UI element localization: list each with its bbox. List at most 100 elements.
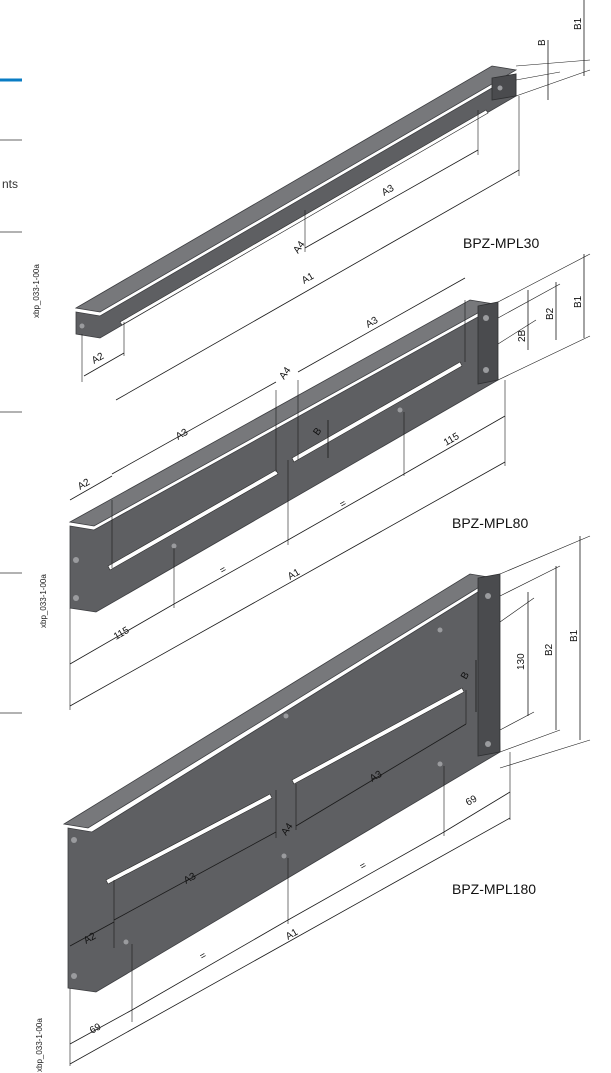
figure-code-mpl30: xbp_033-1-00a	[32, 264, 41, 318]
bracket-mpl80-body	[69, 307, 499, 613]
ext-line	[515, 71, 561, 81]
dim-label-a3-mpl30: A3	[380, 183, 396, 199]
figure-code-mpl80: xbp_033-1-00a	[39, 574, 48, 628]
dim-eq-right-mpl80	[287, 473, 405, 541]
dimensions-mpl30: A2 A1 A3 A4 B B1	[81, 0, 591, 401]
bracket-mpl30	[74, 65, 518, 339]
dim-label-a1-mpl30: A1	[300, 271, 316, 287]
bracket-mpl180-hole	[71, 973, 77, 979]
dim-a3-right-mpl80	[297, 277, 466, 373]
dim-a3-mpl30	[304, 149, 479, 249]
dim-label-eq-right-mpl80: =	[338, 498, 349, 511]
ext-line	[499, 729, 561, 753]
bracket-mpl180-hole	[485, 593, 491, 599]
bracket-mpl180-hole	[485, 741, 491, 747]
dim-label-2b-mpl80: 2B	[517, 329, 528, 342]
cut-off-text: nts	[2, 177, 18, 191]
dim-label-69-right-mpl180: 69	[464, 793, 480, 808]
dim-a1-mpl80	[69, 461, 506, 707]
bracket-mpl180-slot-right	[291, 687, 465, 785]
bracket-mpl180-hole	[437, 627, 443, 633]
dim-label-130-mpl180: 130	[516, 653, 527, 670]
bracket-mpl80-hole	[483, 367, 489, 373]
model-label-mpl80: BPZ-MPL80	[452, 515, 528, 531]
dim-label-a3-left-mpl180: A3	[182, 871, 198, 887]
bracket-mpl180-hole	[71, 837, 77, 843]
dim-a1-mpl180	[69, 817, 511, 1065]
bracket-mpl180-hole	[123, 939, 129, 945]
ext-line	[499, 565, 561, 597]
dim-label-a3-left-mpl80: A3	[174, 427, 190, 443]
dim-label-b-mpl30: B	[537, 39, 548, 46]
model-label-mpl180: BPZ-MPL180	[452, 881, 536, 897]
dim-label-b1-mpl30: B1	[573, 17, 584, 30]
ext-line	[515, 59, 591, 67]
dim-label-115-right-mpl80: 115	[442, 431, 462, 449]
dim-label-b2-mpl80: B2	[545, 307, 556, 320]
dim-eq-left-mpl180	[131, 919, 289, 1011]
bracket-mpl30-body	[75, 73, 517, 339]
dim-label-a1-mpl80: A1	[286, 567, 302, 583]
bracket-mpl180-hole	[283, 713, 289, 719]
dim-label-a2-mpl180: A2	[82, 931, 98, 947]
model-label-mpl30: BPZ-MPL30	[463, 235, 539, 251]
bracket-mpl180-slot-left	[105, 793, 273, 885]
bracket-mpl180-hole	[437, 761, 443, 767]
dim-label-69-left-mpl180: 69	[88, 1021, 104, 1036]
dim-label-b-mpl180: B	[459, 670, 472, 682]
bracket-mpl30-slot	[119, 109, 489, 326]
dim-69-left-mpl180	[69, 1009, 133, 1045]
dim-a3-left-mpl180	[113, 831, 277, 921]
ext-line	[497, 335, 591, 381]
bracket-mpl180-flange	[477, 573, 501, 757]
bracket-mpl80-hole	[397, 407, 403, 413]
dim-a2-mpl180	[69, 921, 115, 947]
bracket-mpl180	[62, 573, 501, 993]
dim-label-a3-right-mpl180: A3	[368, 769, 384, 785]
dim-eq-left-mpl80	[173, 539, 289, 605]
dim-label-115-left-mpl80: 115	[112, 625, 132, 643]
bracket-mpl80-slot-right	[291, 361, 463, 463]
ext-line	[497, 283, 561, 319]
bracket-mpl80-slot-left	[107, 469, 279, 571]
dim-label-eq-right-mpl180: =	[358, 860, 369, 873]
dim-label-b1-mpl180: B1	[569, 629, 580, 642]
dim-label-a3-right-mpl80: A3	[364, 315, 380, 331]
bracket-mpl80-hole	[73, 557, 79, 563]
dim-a3-right-mpl180	[295, 723, 467, 827]
dim-a1-mpl30	[115, 169, 520, 401]
ext-line	[497, 319, 537, 345]
dim-label-b1-mpl80: B1	[573, 295, 584, 308]
bracket-mpl80-hole	[171, 543, 177, 549]
bracket-mpl30-hole	[497, 85, 503, 91]
bracket-mpl30-hole	[79, 323, 85, 329]
page-edge-fragments: nts	[0, 78, 22, 714]
ext-line	[499, 535, 591, 575]
dim-a2-mpl30	[83, 352, 125, 377]
dim-label-a2-mpl80: A2	[76, 477, 92, 493]
dim-label-eq-left-mpl80: =	[218, 564, 229, 577]
dim-label-a1-mpl180: A1	[284, 927, 300, 943]
bracket-mpl180-hole	[281, 853, 287, 859]
ext-line	[499, 739, 591, 769]
dim-a3-left-mpl80	[111, 381, 277, 475]
ext-line	[499, 711, 535, 731]
bracket-mpl80-hole	[483, 315, 489, 321]
dim-a2-mpl80	[69, 475, 113, 501]
dim-label-a2-mpl30: A2	[90, 351, 106, 367]
ext-line	[499, 597, 535, 623]
bracket-mpl30-top-face	[74, 65, 518, 313]
ext-line	[497, 253, 591, 303]
dim-label-b2-mpl180: B2	[544, 643, 555, 656]
dim-eq-right-mpl180	[287, 831, 445, 921]
dim-115-left-mpl80	[69, 603, 175, 665]
figure-code-mpl180: xbp_033-1-00a	[35, 1018, 44, 1072]
dim-label-eq-left-mpl180: =	[198, 950, 209, 963]
dim-label-a4-mpl80: A4	[277, 365, 293, 382]
bracket-mpl80	[68, 299, 499, 613]
dim-69-right-mpl180	[443, 791, 511, 833]
ext-line	[515, 69, 591, 97]
dimensions-mpl180: A2 A3 A3 A4 B 69 = = 69 A1 130 B2 B1	[69, 535, 591, 1066]
bracket-mpl80-hole	[73, 595, 79, 601]
